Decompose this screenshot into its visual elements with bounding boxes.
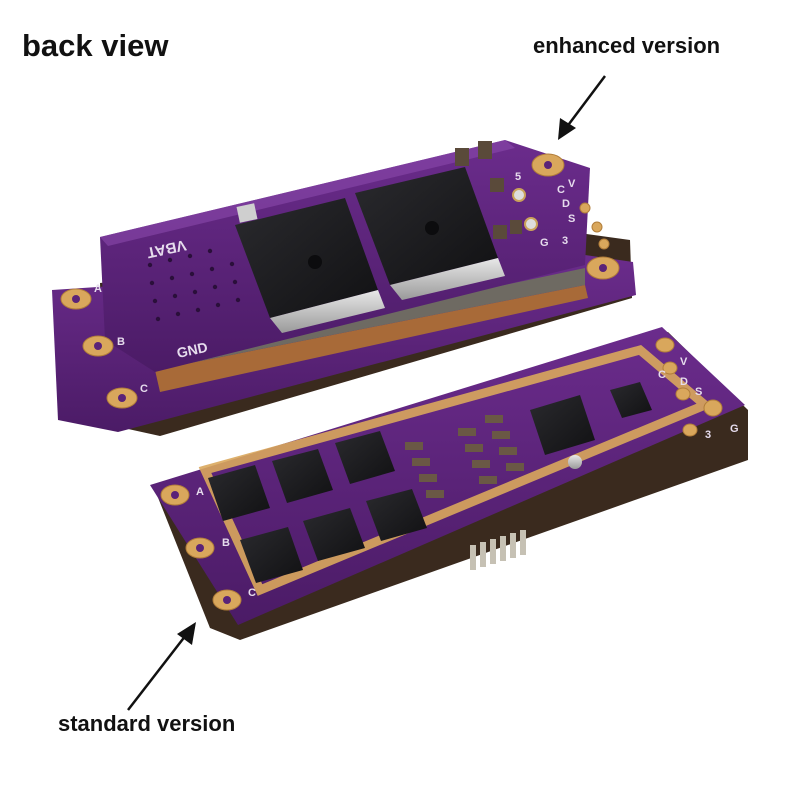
standard-board: A B C V C D S G 3 [150, 327, 748, 640]
pin-s-label: S [568, 213, 575, 225]
gnd-label: GND [175, 339, 209, 361]
passive-array [405, 415, 524, 498]
std-pin-g-label: G [730, 423, 739, 435]
pin-5-label: 5 [515, 171, 521, 183]
via-field [147, 248, 241, 322]
passive-components [455, 141, 522, 239]
pin-b-label: B [117, 336, 125, 348]
back-view-title: back view [22, 28, 169, 63]
regulator-ic [610, 382, 652, 418]
pin-g-label: G [540, 237, 549, 249]
signal-hole [512, 188, 526, 202]
std-pin-b-label: B [222, 537, 230, 549]
pin-c-label: C [140, 383, 148, 395]
mosfet-right [355, 167, 505, 300]
standard-pads [160, 337, 723, 611]
std-pin-d-label: D [680, 376, 688, 388]
standard-arrow [127, 622, 196, 711]
std-pin-a-label: A [196, 486, 204, 498]
std-pin-v-label: V [680, 356, 688, 368]
standard-version-label: standard version [58, 711, 236, 736]
std-pin-c-label: C [248, 587, 256, 599]
std-pin-c2-label: C [658, 369, 666, 381]
signal-hole [524, 217, 538, 231]
side-header-pins [470, 530, 526, 570]
enhanced-arrow [558, 75, 606, 140]
std-pin-s-label: S [695, 386, 702, 398]
mosfet-array [208, 431, 427, 583]
pin-v-label: V [568, 178, 576, 190]
std-pin-3-label: 3 [705, 429, 711, 441]
enhanced-version-label: enhanced version [533, 33, 721, 58]
driver-ic [530, 395, 595, 455]
pin-3-label: 3 [562, 235, 568, 247]
standard-pcb [150, 327, 745, 625]
solder-blob [568, 455, 582, 469]
pin-c2-label: C [557, 184, 565, 196]
pin-a-label: A [94, 283, 102, 295]
copper-layer [155, 285, 588, 392]
enhanced-board: VBAT GND [52, 140, 636, 436]
pin-d-label: D [562, 198, 570, 210]
mosfet-left [235, 198, 385, 333]
